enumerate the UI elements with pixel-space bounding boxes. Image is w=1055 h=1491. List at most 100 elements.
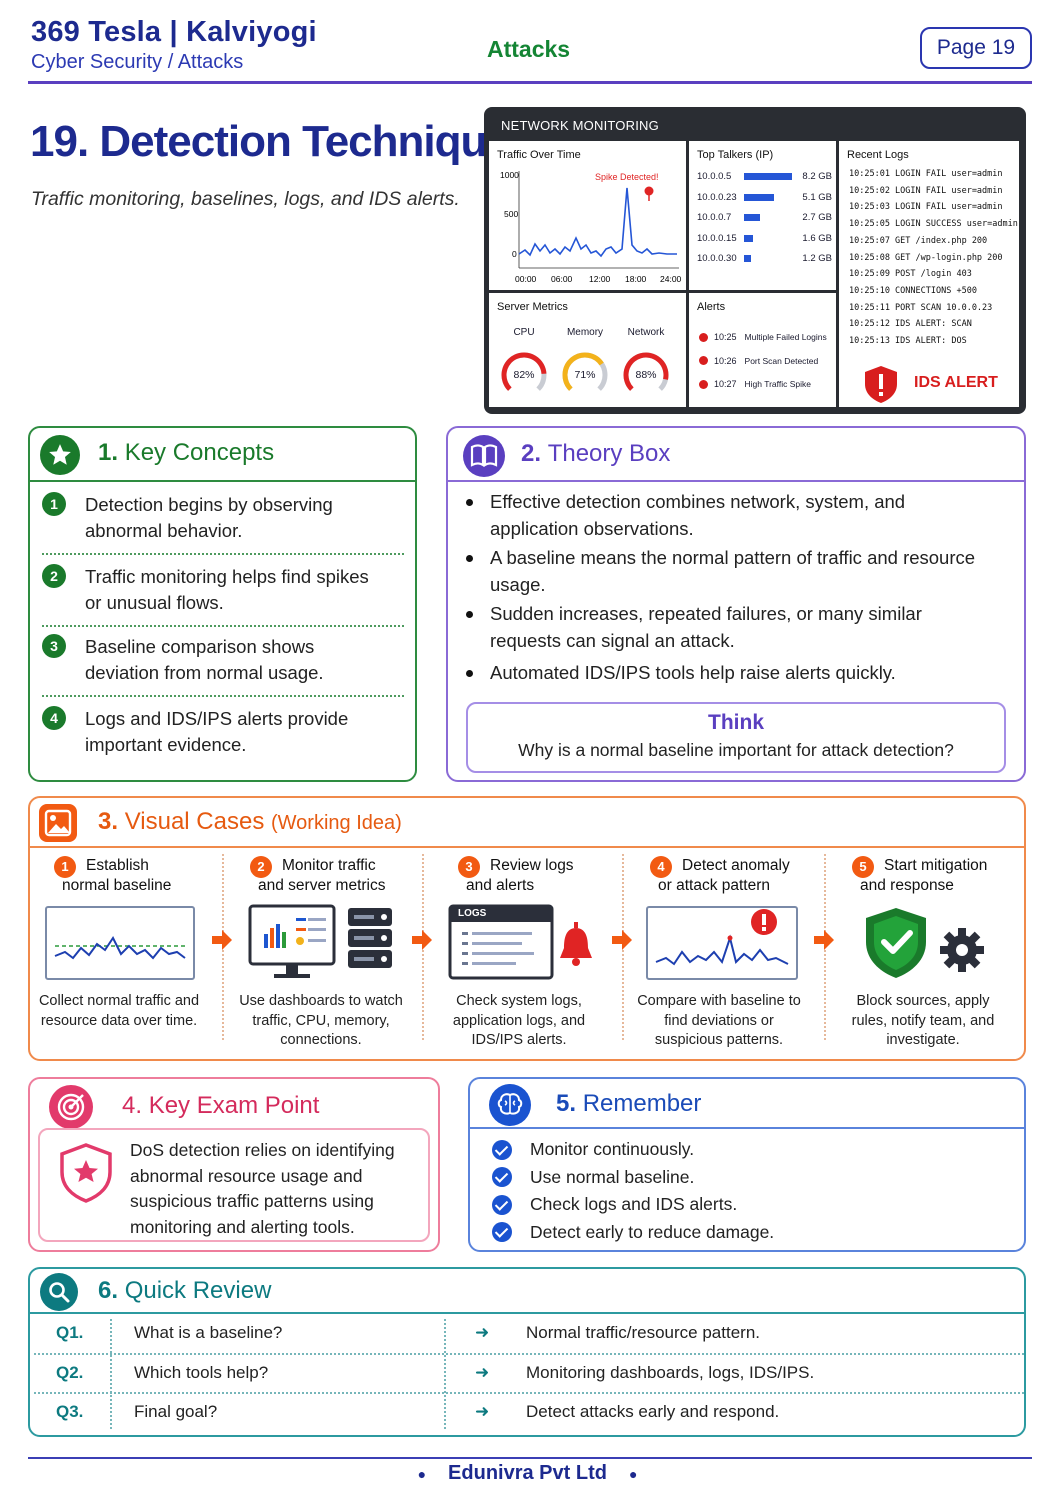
remember-item: Check logs and IDS alerts. — [492, 1194, 737, 1215]
quick-review-row: Q2.Which tools help?➜Monitoring dashboar… — [30, 1353, 1028, 1393]
spike-label: Spike Detected! — [595, 172, 659, 182]
recent-logs-panel: Recent Logs 10:25:01 LOGIN FAIL user=adm… — [839, 141, 1019, 407]
shield-check-icon — [866, 908, 984, 978]
log-line: 10:25:12 IDS ALERT: SCAN — [849, 319, 972, 330]
remember-item: Use normal baseline. — [492, 1167, 694, 1188]
qr-question-number: Q2. — [56, 1362, 84, 1382]
gauge-network — [623, 352, 669, 391]
top-talker-value: 8.2 GB — [802, 171, 832, 182]
y-tick: 500 — [504, 209, 518, 219]
logs-window-illustration — [448, 904, 592, 980]
remember-item: Monitor continuously. — [492, 1139, 694, 1160]
arrow-right-icon: ➜ — [475, 1362, 490, 1382]
visual-step-number: 3 — [458, 856, 480, 878]
key-concept-text: Detection begins by observing abnormal b… — [85, 494, 333, 541]
think-title: Think — [708, 711, 764, 734]
arrow-right-icon: ➜ — [475, 1402, 490, 1421]
gauge-memory — [562, 352, 608, 391]
theory-bullet: Sudden increases, repeated failures, or … — [466, 601, 986, 654]
quick-review-box: 6. Quick Review Q1.What is a baseline?➜N… — [28, 1267, 1026, 1437]
magnifier-icon — [40, 1273, 78, 1311]
key-concept-item: 1 Detection begins by observing abnormal … — [42, 492, 404, 544]
check-circle-icon — [492, 1222, 512, 1242]
qr-question-text: Which tools help? — [134, 1362, 269, 1382]
key-concept-divider — [42, 553, 404, 555]
think-callout: Think Why is a normal baseline important… — [466, 702, 1006, 773]
y-tick: 0 — [512, 249, 517, 259]
image-icon — [39, 804, 77, 842]
top-talker-value: 1.2 GB — [802, 253, 832, 264]
visual-step-title-line: normal baseline — [62, 877, 172, 894]
check-circle-icon — [492, 1139, 512, 1160]
visual-step-title-line: Start mitigation — [884, 857, 988, 874]
qr-row-divider — [34, 1352, 1024, 1355]
gauge-label: Memory — [566, 327, 604, 338]
footer-company: Edunivra Pvt Ltd — [448, 1462, 607, 1484]
gauge-label: CPU — [513, 327, 535, 338]
visual-step-title-line: Review logs — [490, 857, 574, 874]
key-concept-number: 1 — [42, 492, 66, 516]
gauge-label: Network — [627, 327, 665, 338]
key-concept-number: 4 — [42, 706, 66, 730]
top-talker-value: 2.7 GB — [802, 212, 832, 223]
x-tick: 12:00 — [589, 274, 611, 284]
gear-icon — [940, 928, 984, 972]
qr-answer-text: Normal traffic/resource pattern. — [526, 1323, 760, 1342]
theory-header: 2. Theory Box — [448, 428, 1024, 482]
alert-time: 10:25 — [714, 332, 737, 342]
remember-box: 5. Remember Monitor continuously.Use nor… — [468, 1077, 1026, 1252]
lesson-title: 19. Detection Techniques — [30, 117, 534, 166]
log-line: 10:25:05 LOGIN SUCCESS user=admin — [849, 219, 1018, 230]
y-tick: 1000 — [500, 170, 519, 180]
top-talker-bar — [744, 173, 792, 180]
x-tick: 00:00 — [515, 274, 537, 284]
qr-divider — [444, 1319, 446, 1429]
top-talker-row: 10.0.0.5 8.2 GB — [697, 171, 832, 182]
qr-question-number: Q1. — [56, 1323, 84, 1342]
top-talker-bar — [744, 234, 753, 242]
traffic-panel: Traffic Over Time 1000 500 0 Spike Detec… — [489, 141, 686, 290]
top-talker-bar — [744, 193, 774, 201]
top-talker-bar — [744, 255, 751, 262]
visual-step-description: Block sources, apply rules, notify team,… — [851, 993, 995, 1048]
quick-review-row: Q3.Final goal?➜Detect attacks early and … — [30, 1392, 1028, 1432]
visual-step-title-line: Monitor traffic — [282, 857, 376, 874]
log-line: 10:25:08 GET /wp-login.php 200 — [849, 252, 1003, 263]
ids-alert-label: IDS ALERT — [914, 374, 998, 391]
alert-dot-icon — [699, 356, 708, 365]
exam-point-box: 4. Key Exam Point DoS detection relies o… — [28, 1077, 440, 1252]
arrow-right-icon — [814, 930, 834, 950]
shield-star-icon — [60, 1143, 112, 1203]
logs-window-label: LOGS — [458, 908, 487, 919]
top-talker-value: 5.1 GB — [802, 191, 832, 203]
gauge-value: 71% — [574, 369, 596, 381]
top-talker-ip: 10.0.0.7 — [697, 212, 732, 223]
qr-row-divider — [34, 1392, 1024, 1394]
arrow-right-icon — [412, 930, 432, 950]
visual-step-title: Monitor traffic and server metrics — [258, 856, 385, 896]
star-icon — [40, 435, 80, 475]
remember-item: Detect early to reduce damage. — [492, 1222, 774, 1243]
top-talker-value: 1.6 GB — [802, 232, 832, 244]
target-icon — [49, 1085, 93, 1129]
top-talker-ip: 10.0.0.5 — [697, 171, 732, 182]
log-line: 10:25:11 PORT SCAN 10.0.0.23 — [849, 302, 993, 313]
visual-step-title-line: and server metrics — [258, 877, 386, 894]
theory-bullet: Effective detection combines network, sy… — [466, 489, 986, 542]
exam-point-card: DoS detection relies on identifying abno… — [38, 1128, 430, 1242]
qr-divider — [110, 1319, 112, 1429]
theory-title: 2. Theory Box — [521, 440, 671, 467]
